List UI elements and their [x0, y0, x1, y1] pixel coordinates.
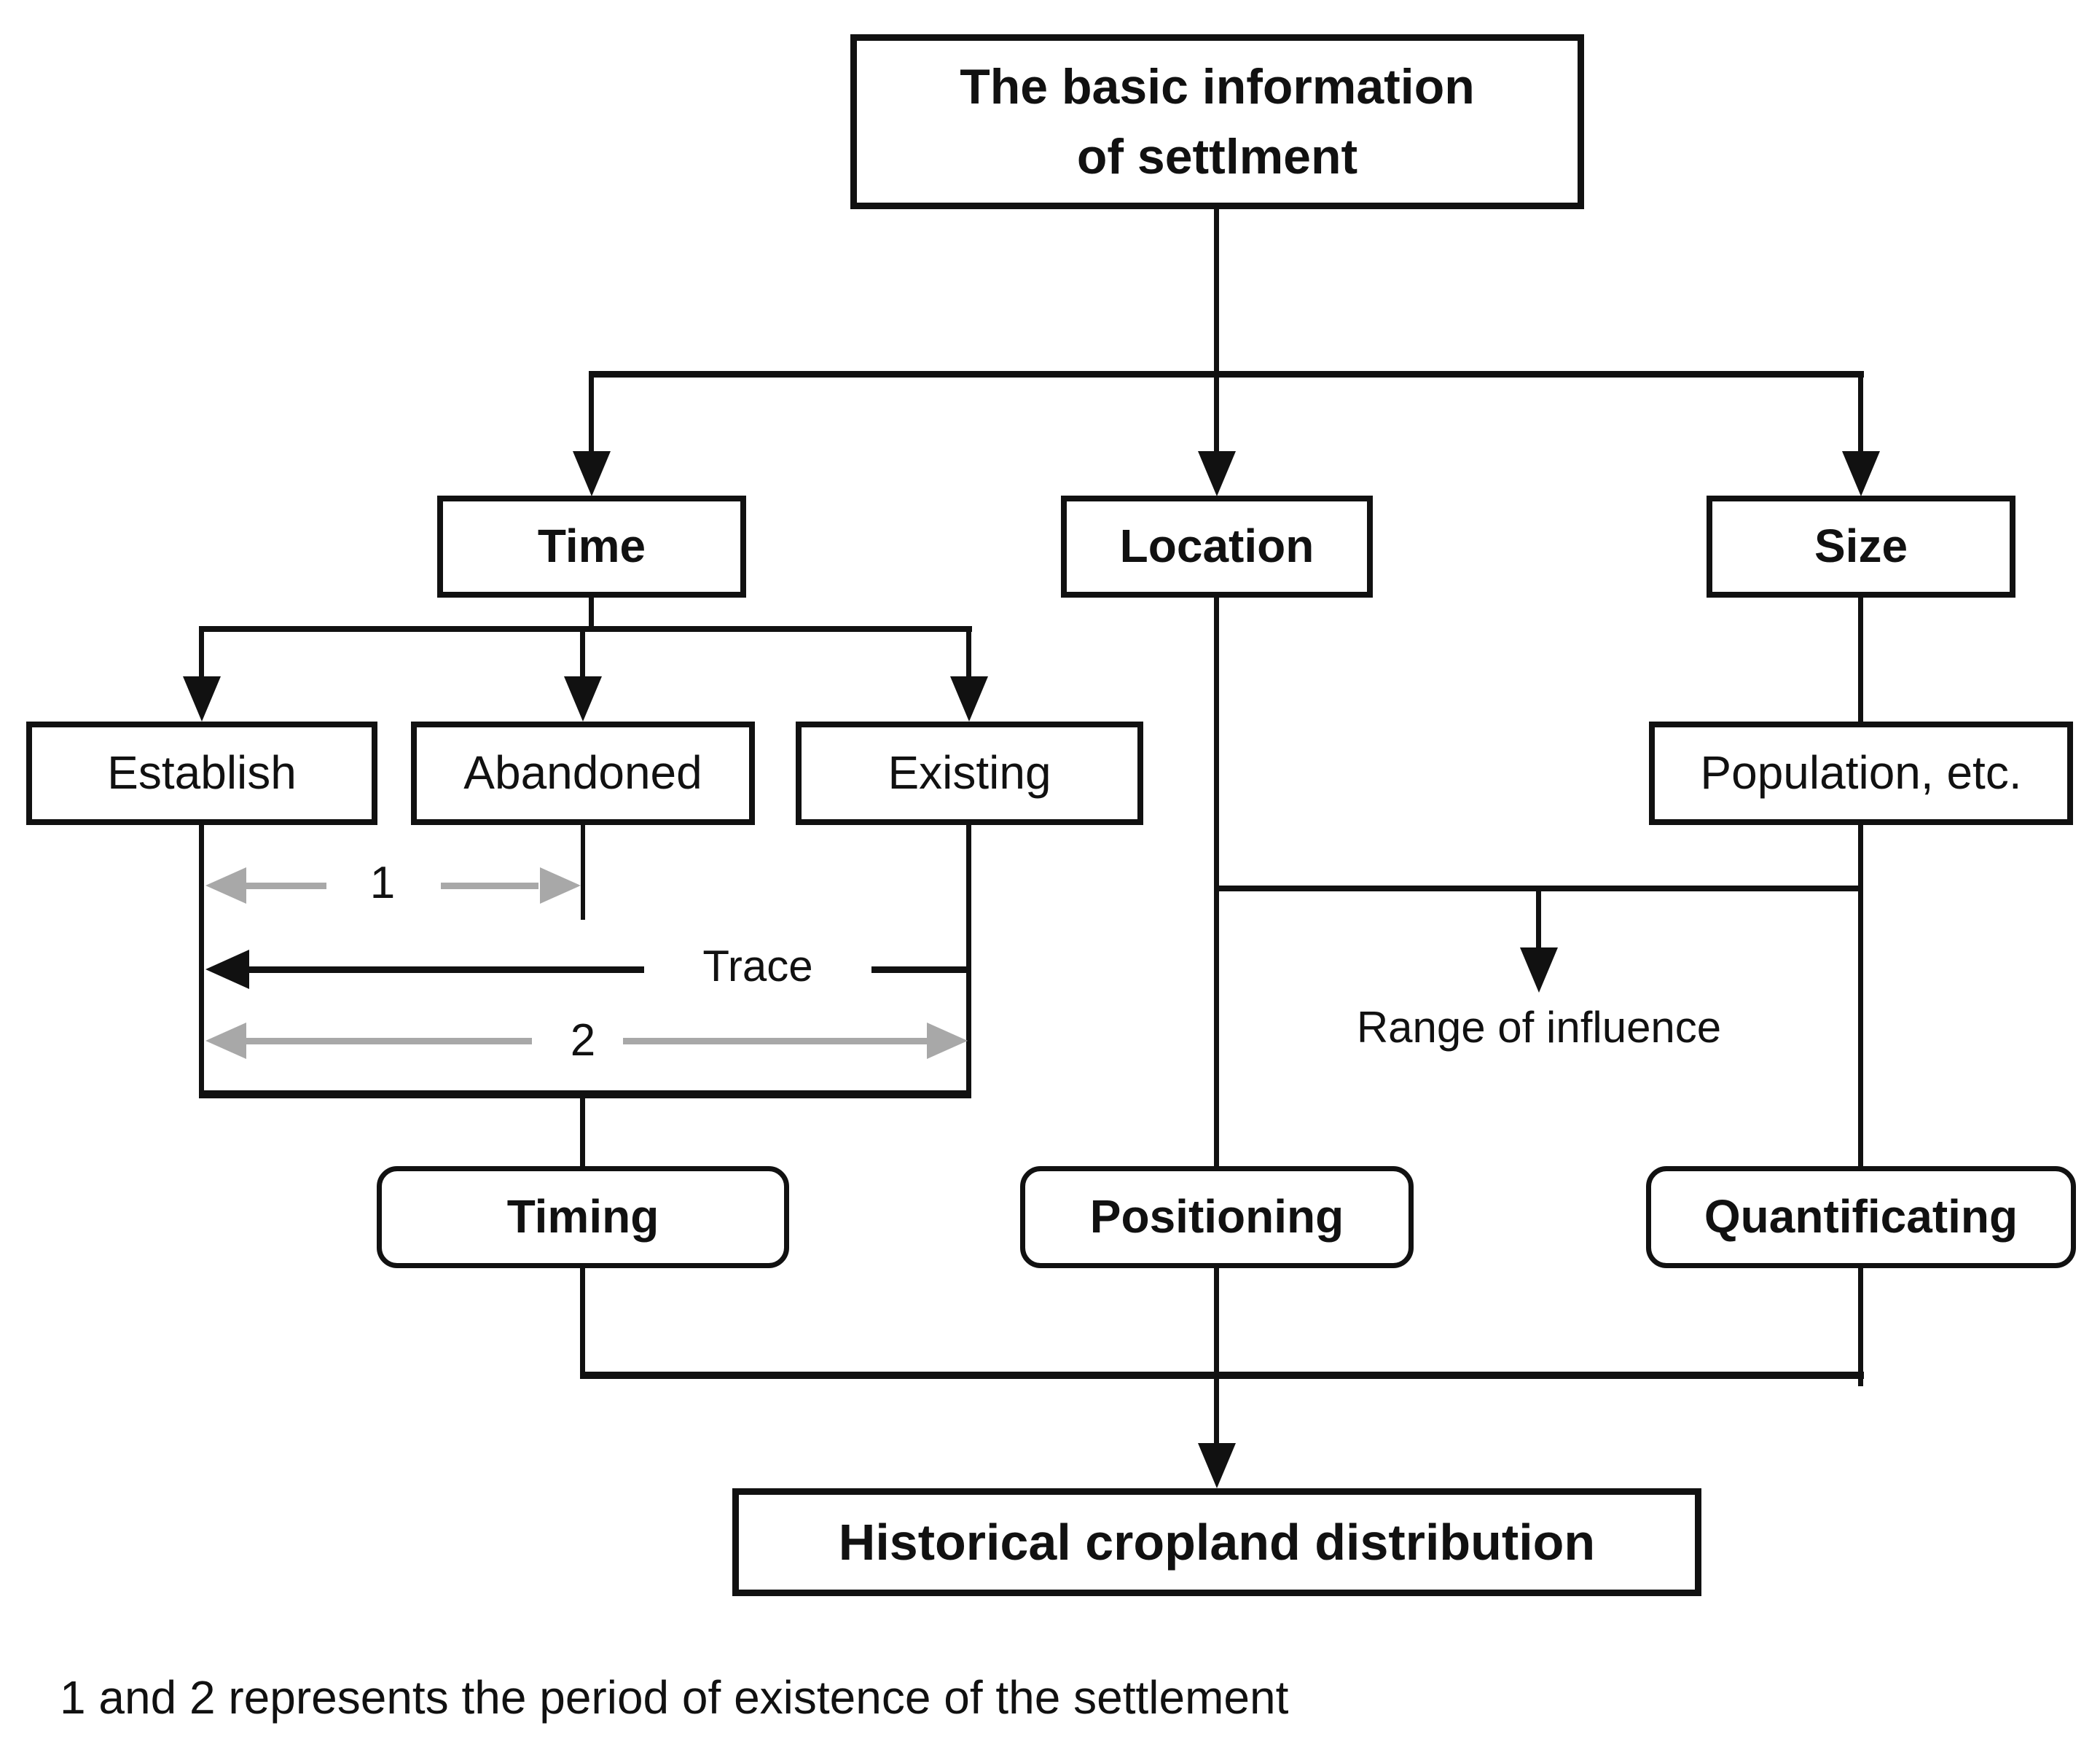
connector-timeline-to-timing [580, 1097, 585, 1168]
node-size: Size [1707, 496, 2015, 598]
node-basic-information-line2: of settlment [1076, 129, 1358, 184]
period2-label: 2 [532, 1015, 634, 1066]
node-existing: Existing [796, 722, 1143, 825]
connector-drop-abandoned [580, 626, 585, 679]
arrow-down-icon [1198, 451, 1236, 496]
node-time: Time [437, 496, 746, 598]
node-basic-information-line1: The basic information [960, 59, 1475, 114]
period1-line [246, 883, 326, 889]
node-establish: Establish [26, 722, 377, 825]
connector-drop-establish [199, 626, 204, 679]
arrow-left-icon [205, 1023, 246, 1059]
arrow-down-icon [1198, 1443, 1236, 1488]
arrow-left-icon [205, 867, 246, 904]
connector-drop-existing [966, 626, 971, 679]
connector-drop-location [1214, 371, 1219, 453]
period2-line [246, 1038, 543, 1044]
node-historical-cropland-distribution-label: Historical cropland distribution [838, 1513, 1596, 1571]
range-of-influence-label: Range of influence [1320, 1002, 1758, 1052]
node-location: Location [1061, 496, 1373, 598]
node-location-label: Location [1119, 520, 1315, 573]
connector-merge-branch [580, 1372, 1864, 1379]
node-quantificating: Quantificating [1646, 1166, 2076, 1268]
node-abandoned: Abandoned [411, 722, 755, 825]
connector-root-stem [1214, 209, 1219, 374]
arrow-right-icon [540, 867, 581, 904]
node-timing-label: Timing [506, 1190, 659, 1243]
connector-time-branch [199, 626, 972, 632]
connector-size-to-population [1858, 598, 1863, 723]
node-existing-label: Existing [888, 746, 1051, 800]
period2-line [623, 1038, 927, 1044]
arrow-right-icon [927, 1023, 968, 1059]
trace-line [249, 966, 644, 973]
connector-drop-range [1536, 886, 1541, 950]
arrow-down-icon [573, 451, 611, 496]
timeline-right-rail [966, 825, 971, 1098]
node-size-label: Size [1814, 520, 1908, 573]
connector-top-branch [589, 371, 1864, 378]
period1-label: 1 [332, 857, 434, 909]
timeline-bottom-rail [199, 1090, 971, 1098]
arrow-down-icon [950, 676, 988, 722]
node-basic-information: The basic information of settlment [850, 34, 1584, 209]
node-abandoned-label: Abandoned [463, 746, 702, 800]
connector-drop-time [589, 371, 594, 453]
connector-timing-stem [580, 1268, 585, 1376]
node-timing: Timing [377, 1166, 789, 1268]
node-positioning-label: Positioning [1089, 1190, 1344, 1243]
trace-line [871, 966, 969, 973]
arrow-down-icon [564, 676, 602, 722]
connector-quantificating-stem [1858, 1268, 1863, 1386]
connector-location-column [1214, 598, 1219, 1168]
arrow-down-icon [1842, 451, 1880, 496]
arrow-down-icon [1520, 947, 1558, 993]
timeline-left-rail [199, 825, 204, 1098]
node-quantificating-label: Quantificating [1704, 1190, 2018, 1243]
node-establish-label: Establish [107, 746, 297, 800]
trace-label: Trace [644, 941, 871, 991]
footnote-text: 1 and 2 represents the period of existen… [60, 1671, 1289, 1724]
connector-time-stem [589, 598, 594, 631]
timeline-abandoned-stub [581, 825, 585, 920]
connector-positioning-stem [1214, 1268, 1219, 1445]
arrow-left-icon [205, 950, 249, 989]
node-population-label: Population, etc. [1700, 746, 2022, 800]
node-positioning: Positioning [1020, 1166, 1414, 1268]
arrow-down-icon [183, 676, 221, 722]
node-time-label: Time [537, 520, 646, 573]
period1-line [441, 883, 538, 889]
node-historical-cropland-distribution: Historical cropland distribution [732, 1488, 1701, 1596]
connector-population-to-quantificating [1858, 825, 1863, 1168]
node-population: Population, etc. [1649, 722, 2073, 825]
connector-drop-size [1858, 371, 1863, 453]
